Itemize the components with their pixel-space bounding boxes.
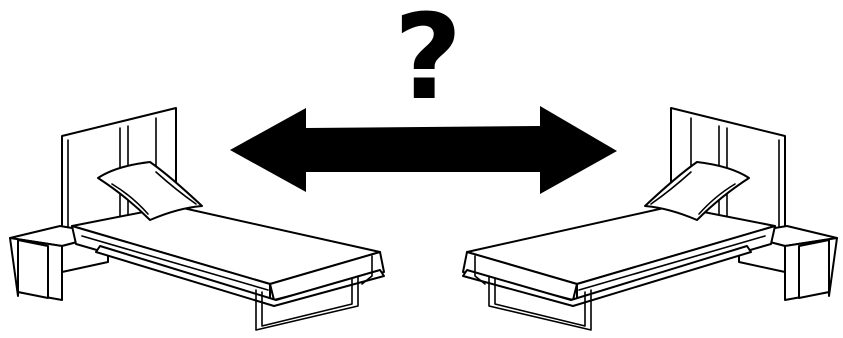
question-mark-icon: ? <box>394 0 462 126</box>
